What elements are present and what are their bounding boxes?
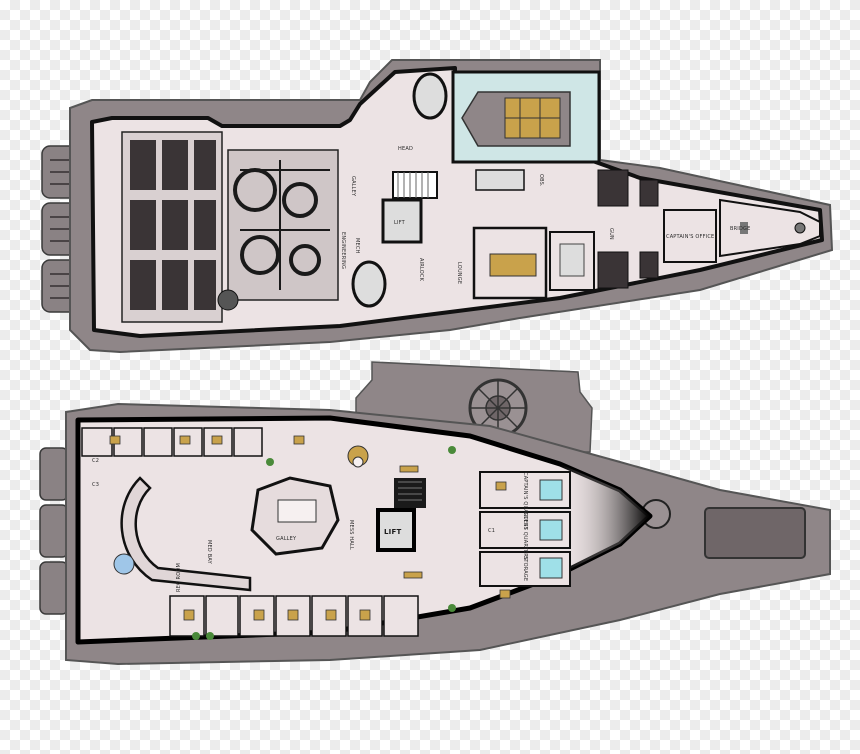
- med-bay-label: MED BAY: [206, 540, 212, 565]
- bridge-label: BRIDGE: [730, 226, 750, 232]
- crew-2-label: C2: [92, 458, 99, 464]
- cargo-bay: [704, 507, 806, 559]
- aft-cabins-top: [81, 427, 263, 457]
- rec-table: [113, 553, 135, 575]
- head-label: HEAD: [398, 146, 413, 152]
- curved-corridor: [120, 476, 252, 592]
- engine-nacelle: [39, 447, 69, 501]
- crew-3-label: C3: [92, 482, 99, 488]
- lower-stairs: [394, 478, 426, 508]
- observation-label: OBS.: [538, 174, 544, 187]
- gun-turret: [639, 251, 659, 279]
- gun-turret: [597, 169, 629, 207]
- bed: [539, 479, 563, 501]
- upper-deck-plan: LIFT BRIDGE CAPTAIN'S OFFICE ENGINEERING…: [41, 59, 834, 354]
- upper-lift: [381, 198, 423, 244]
- lower-lift: [376, 508, 416, 552]
- forward-corridor: [560, 464, 650, 574]
- galley-label: GALLEY: [276, 536, 297, 542]
- engineering-machinery: [121, 131, 339, 323]
- conference-table: [489, 253, 537, 277]
- rec-room-label: REC ROOM: [176, 563, 182, 592]
- mess-table: [352, 456, 364, 468]
- bridge-room: [719, 198, 821, 258]
- plants: [192, 446, 456, 640]
- upper-galley-label: GALLEY: [350, 176, 356, 197]
- pod-lower: [351, 260, 387, 308]
- gun-turret: [597, 251, 629, 289]
- lounge-label: LOUNGE: [456, 262, 462, 284]
- furniture: [109, 435, 511, 621]
- mess-hall-label: MESS HALL: [348, 520, 354, 550]
- captains-office-room: [663, 209, 717, 263]
- crew-1-label: C1: [488, 528, 495, 534]
- storage-label: STORAGE: [522, 556, 528, 581]
- engine-nacelle: [39, 561, 69, 615]
- guest-quarters-label: GUEST QUARTERS: [522, 512, 528, 560]
- gun-turret: [639, 179, 659, 207]
- airlock-label: AIRLOCK: [418, 258, 424, 282]
- lower-deck-plan: LIFT GALLEY MESS HALL MED BAY REC ROOM C…: [39, 361, 831, 666]
- bed: [539, 519, 563, 541]
- gun-label: GUN: [608, 228, 614, 240]
- captains-quarters-label: CAPTAIN'S QUARTERS: [522, 472, 528, 530]
- captains-office-label: CAPTAIN'S OFFICE: [666, 234, 714, 240]
- upper-lift-label: LIFT: [394, 220, 406, 226]
- engine-nacelle: [39, 504, 69, 558]
- bed: [539, 557, 563, 579]
- pod-upper: [412, 72, 448, 120]
- mech-label: MECH: [354, 238, 360, 254]
- upper-stairs: [392, 171, 438, 199]
- engineering-label: ENGINEERING: [340, 232, 346, 269]
- lower-lift-label: LIFT: [384, 528, 401, 536]
